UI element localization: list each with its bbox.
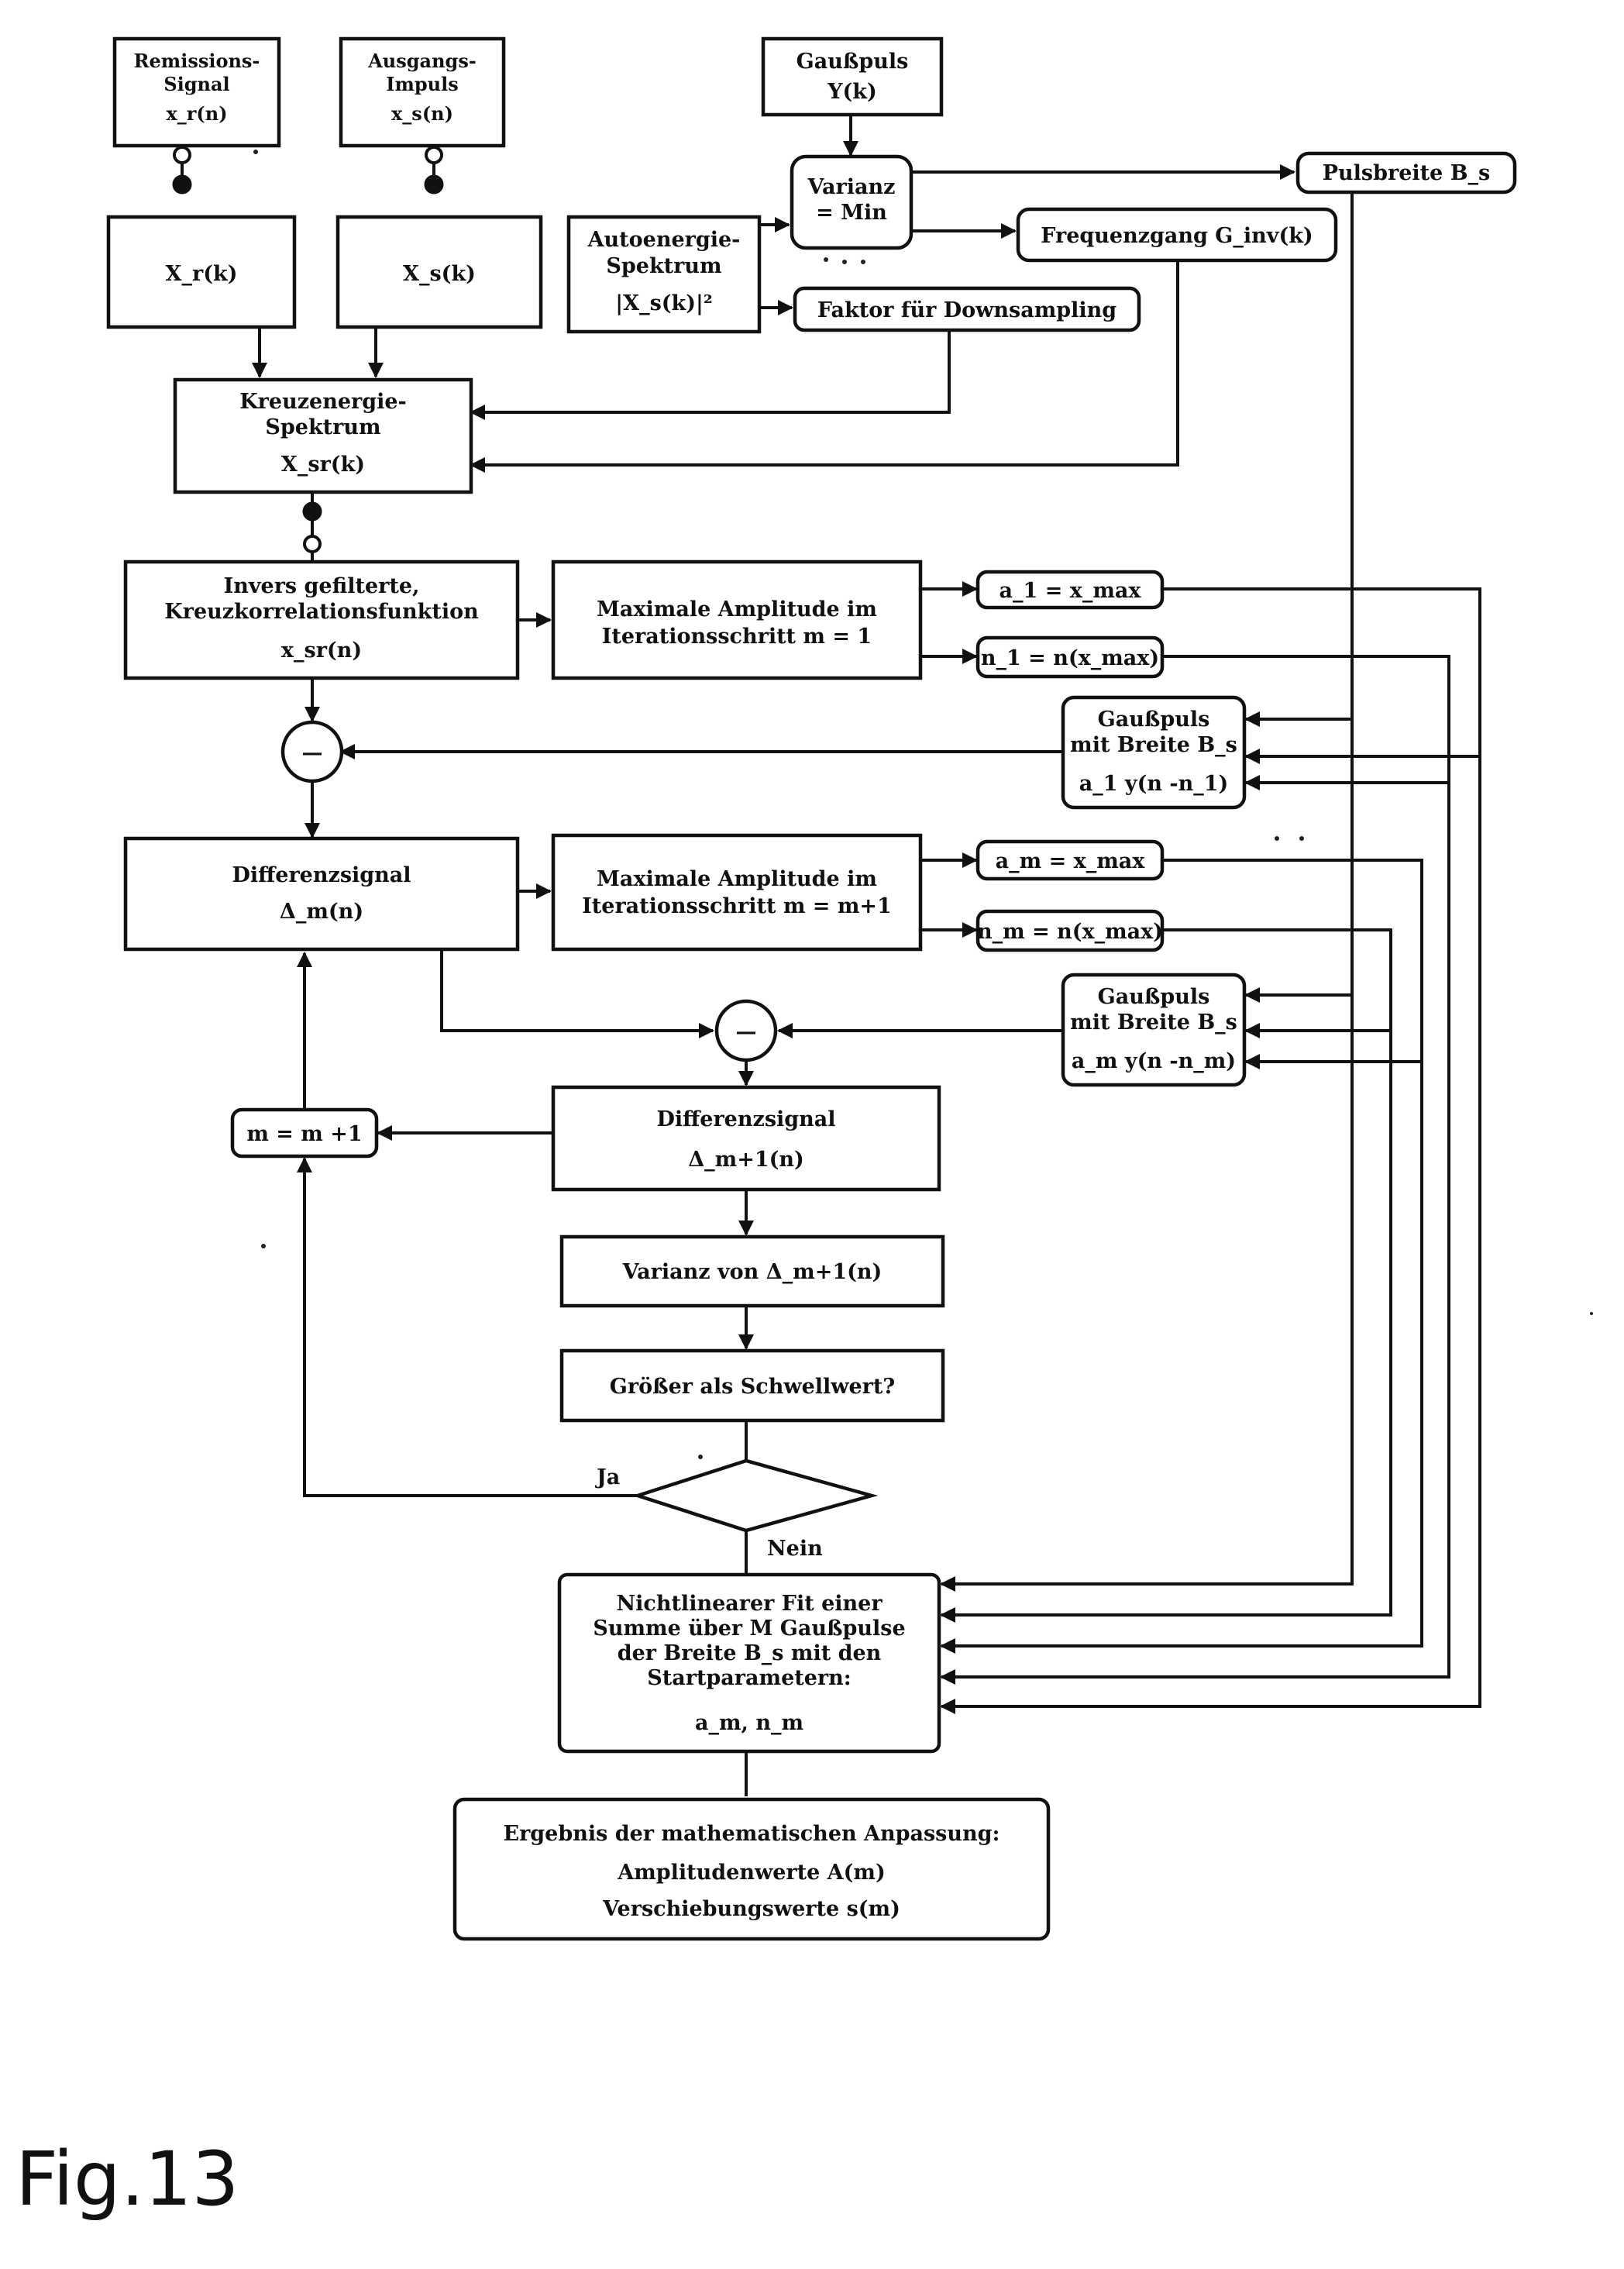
fit-line5: a_m, n_m (695, 1711, 803, 1735)
differenzsignal-m-box: Differenzsignal Δ_m(n) (126, 838, 518, 949)
differenz-m-line1: Differenzsignal (232, 863, 411, 887)
groesser-label: Größer als Schwellwert? (610, 1375, 895, 1399)
gauss-1-line2: mit Breite B_s (1070, 733, 1237, 757)
nm-box: n_m = n(x_max) (977, 911, 1163, 950)
max-amplitude-1-box: Maximale Amplitude im Iterationsschritt … (553, 562, 920, 678)
gausspuls-input-box: Gaußpuls Y(k) (763, 39, 941, 115)
ausgangs-impuls-box: Ausgangs- Impuls x_s(n) (341, 39, 504, 146)
remission-line1: Remissions- (134, 50, 260, 72)
max-amp-m-line1: Maximale Amplitude im (597, 867, 877, 891)
subtraction-node-2: — (717, 1001, 776, 1060)
schwellwert-box: Größer als Schwellwert? (562, 1351, 943, 1420)
varianz-min-box: Varianz = Min (792, 157, 911, 248)
varianz-min-line1: Varianz (807, 175, 896, 199)
differenz-m1-line1: Differenzsignal (656, 1107, 835, 1131)
decision-yes-label: Ja (595, 1465, 620, 1489)
differenzsignal-m1-box: Differenzsignal Δ_m+1(n) (553, 1087, 939, 1190)
fit-line1: Nichtlinearer Fit einer (616, 1592, 883, 1616)
faktor-label: Faktor für Downsampling (817, 298, 1116, 322)
autoenergie-spektrum-box: Autoenergie- Spektrum |X_s(k)|² (569, 217, 759, 332)
gauss-m-line1: Gaußpuls (1098, 985, 1210, 1009)
subtraction-node-1: — (283, 722, 342, 781)
autoenergie-line3: |X_s(k)|² (615, 291, 712, 315)
differenz-m1-line2: Δ_m+1(n) (688, 1148, 804, 1172)
gauss-1-line1: Gaußpuls (1098, 708, 1210, 732)
xr-spectrum-box: X_r(k) (108, 217, 294, 327)
varianz-von-box: Varianz von Δ_m+1(n) (562, 1237, 943, 1306)
ergebnis-line3: Verschiebungswerte s(m) (602, 1897, 900, 1921)
a1-label: a_1 = x_max (1000, 579, 1142, 603)
kreuzkorrelation-box: Invers gefilterte, Kreuzkorrelationsfunk… (126, 562, 518, 678)
n1-box: n_1 = n(x_max) (978, 638, 1162, 677)
am-label: a_m = x_max (996, 849, 1146, 873)
ausgang-line3: x_s(n) (391, 102, 453, 125)
minus-2-symbol: — (736, 1020, 757, 1044)
invers-line1: Invers gefilterte, (224, 574, 420, 598)
ergebnis-line1: Ergebnis der mathematischen Anpassung: (504, 1822, 1000, 1846)
pulsbreite-box: Pulsbreite B_s (1298, 153, 1515, 192)
varianz-von-label: Varianz von Δ_m+1(n) (622, 1260, 883, 1284)
remission-line2: Signal (163, 73, 229, 95)
remission-signal-box: Remissions- Signal x_r(n) (115, 39, 279, 146)
fit-line2: Summe über M Gaußpulse (593, 1617, 905, 1641)
connector-lines (182, 115, 1480, 1796)
xs-label: X_s(k) (403, 262, 476, 286)
max-amp-1-line1: Maximale Amplitude im (597, 597, 877, 621)
gauss-m-line3: a_m y(n -n_m) (1072, 1049, 1236, 1073)
xr-label: X_r(k) (166, 262, 238, 286)
nm-label: n_m = n(x_max) (977, 920, 1163, 944)
kreuzenergie-spektrum-box: Kreuzenergie- Spektrum X_sr(k) (175, 380, 471, 492)
n1-label: n_1 = n(x_max) (981, 646, 1159, 670)
am-box: a_m = x_max (978, 842, 1162, 879)
faktor-downsampling-box: Faktor für Downsampling (795, 288, 1139, 330)
figure-label: Fig.13 (15, 2136, 239, 2223)
pulsbreite-label: Pulsbreite B_s (1323, 161, 1491, 185)
a1-box: a_1 = x_max (978, 572, 1162, 608)
frequenzgang-label: Frequenzgang G_inv(k) (1041, 224, 1313, 248)
autoenergie-line1: Autoenergie- (587, 228, 741, 252)
gausspuls-m-box: Gaußpuls mit Breite B_s a_m y(n -n_m) (1063, 975, 1244, 1085)
invers-line2: Kreuzkorrelationsfunktion (164, 600, 479, 624)
gausspuls-top-line2: Y(k) (827, 80, 877, 104)
gausspuls-top-line1: Gaußpuls (797, 50, 909, 74)
differenz-m-line2: Δ_m(n) (280, 900, 363, 924)
fit-line3: der Breite B_s mit den (618, 1641, 882, 1665)
varianz-min-line2: = Min (816, 201, 887, 225)
decision-no-label: Nein (767, 1537, 823, 1561)
kreuzenergie-line1: Kreuzenergie- (239, 390, 407, 414)
nonlinear-fit-box: Nichtlinearer Fit einer Summe über M Gau… (559, 1575, 939, 1751)
ausgang-line2: Impuls (386, 73, 458, 95)
ausgang-line1: Ausgangs- (367, 50, 477, 72)
decision-diamond: Ja Nein (595, 1461, 872, 1561)
max-amp-1-line2: Iterationsschritt m = 1 (602, 625, 872, 649)
kreuzenergie-line3: X_sr(k) (281, 453, 365, 477)
remission-line3: x_r(n) (166, 102, 227, 125)
gauss-1-line3: a_1 y(n -n_1) (1079, 772, 1229, 796)
invers-line3: x_sr(n) (281, 639, 362, 663)
gauss-m-line2: mit Breite B_s (1070, 1011, 1237, 1035)
increment-label: m = m +1 (246, 1122, 362, 1146)
ergebnis-line2: Amplitudenwerte A(m) (617, 1861, 885, 1885)
fit-line4: Startparametern: (647, 1666, 851, 1690)
kreuzenergie-line2: Spektrum (265, 415, 380, 439)
ergebnis-box: Ergebnis der mathematischen Anpassung: A… (455, 1799, 1048, 1939)
gausspuls-1-box: Gaußpuls mit Breite B_s a_1 y(n -n_1) (1063, 697, 1244, 807)
increment-m-box: m = m +1 (232, 1110, 377, 1156)
max-amp-m-line2: Iterationsschritt m = m+1 (582, 894, 892, 918)
xs-spectrum-box: X_s(k) (338, 217, 541, 327)
max-amplitude-m-box: Maximale Amplitude im Iterationsschritt … (553, 835, 920, 949)
frequenzgang-box: Frequenzgang G_inv(k) (1018, 209, 1336, 260)
autoenergie-line2: Spektrum (606, 254, 721, 278)
minus-1-symbol: — (302, 741, 323, 765)
